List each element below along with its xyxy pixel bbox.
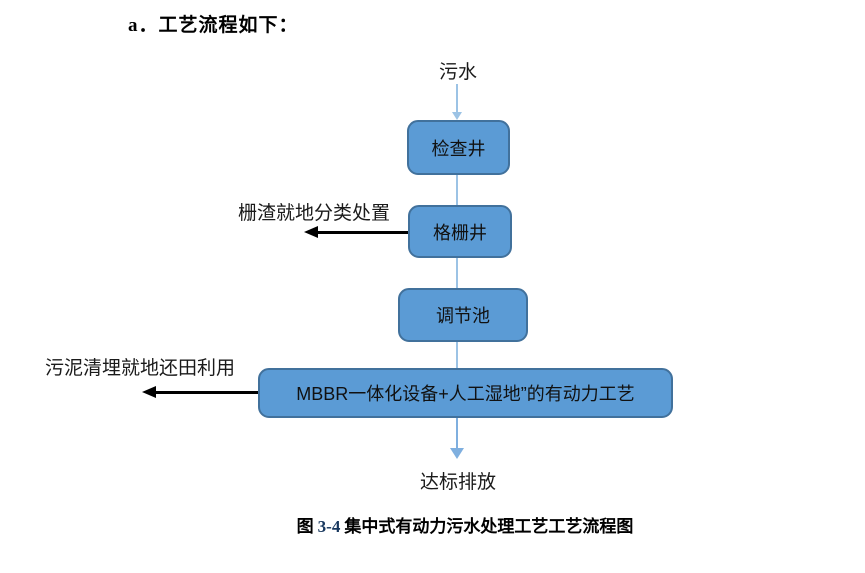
flow-node-inspection-well: 检查井 <box>407 120 510 175</box>
connector-line-node3-to-node4 <box>456 342 458 368</box>
flow-node-mbbr-process: MBBR一体化设备+人工湿地”的有动力工艺 <box>258 368 673 418</box>
arrowhead-left-icon <box>304 226 318 238</box>
connector-line-source-to-node1 <box>456 84 458 114</box>
flow-source-label: 污水 <box>438 62 477 83</box>
flow-sink-label: 达标排放 <box>419 472 496 493</box>
figure-caption-title: 集中式有动力污水处理工艺工艺流程图 <box>344 517 634 536</box>
flow-node-grid-well: 格栅井 <box>408 205 512 258</box>
section-heading: a．工艺流程如下： <box>128 15 299 36</box>
connector-line-node4-to-sink <box>456 418 458 449</box>
arrowhead-down-icon <box>452 112 462 120</box>
side-output-label-sludge: 污泥清埋就地还田利用 <box>45 358 236 379</box>
arrowhead-down-icon <box>450 448 464 459</box>
figure-caption-prefix: 图 <box>296 517 314 536</box>
figure-caption-number: 3-4 <box>317 517 341 536</box>
arrowhead-left-icon <box>142 386 156 398</box>
flow-node-regulating-tank: 调节池 <box>398 288 528 342</box>
connector-line-node2-to-node3 <box>456 258 458 288</box>
side-arrow-line-sludge <box>154 391 258 394</box>
connector-line-node1-to-node2 <box>456 175 458 205</box>
side-arrow-line-grid-residue <box>316 231 408 234</box>
side-output-label-grid-residue: 栅渣就地分类处置 <box>238 203 391 224</box>
